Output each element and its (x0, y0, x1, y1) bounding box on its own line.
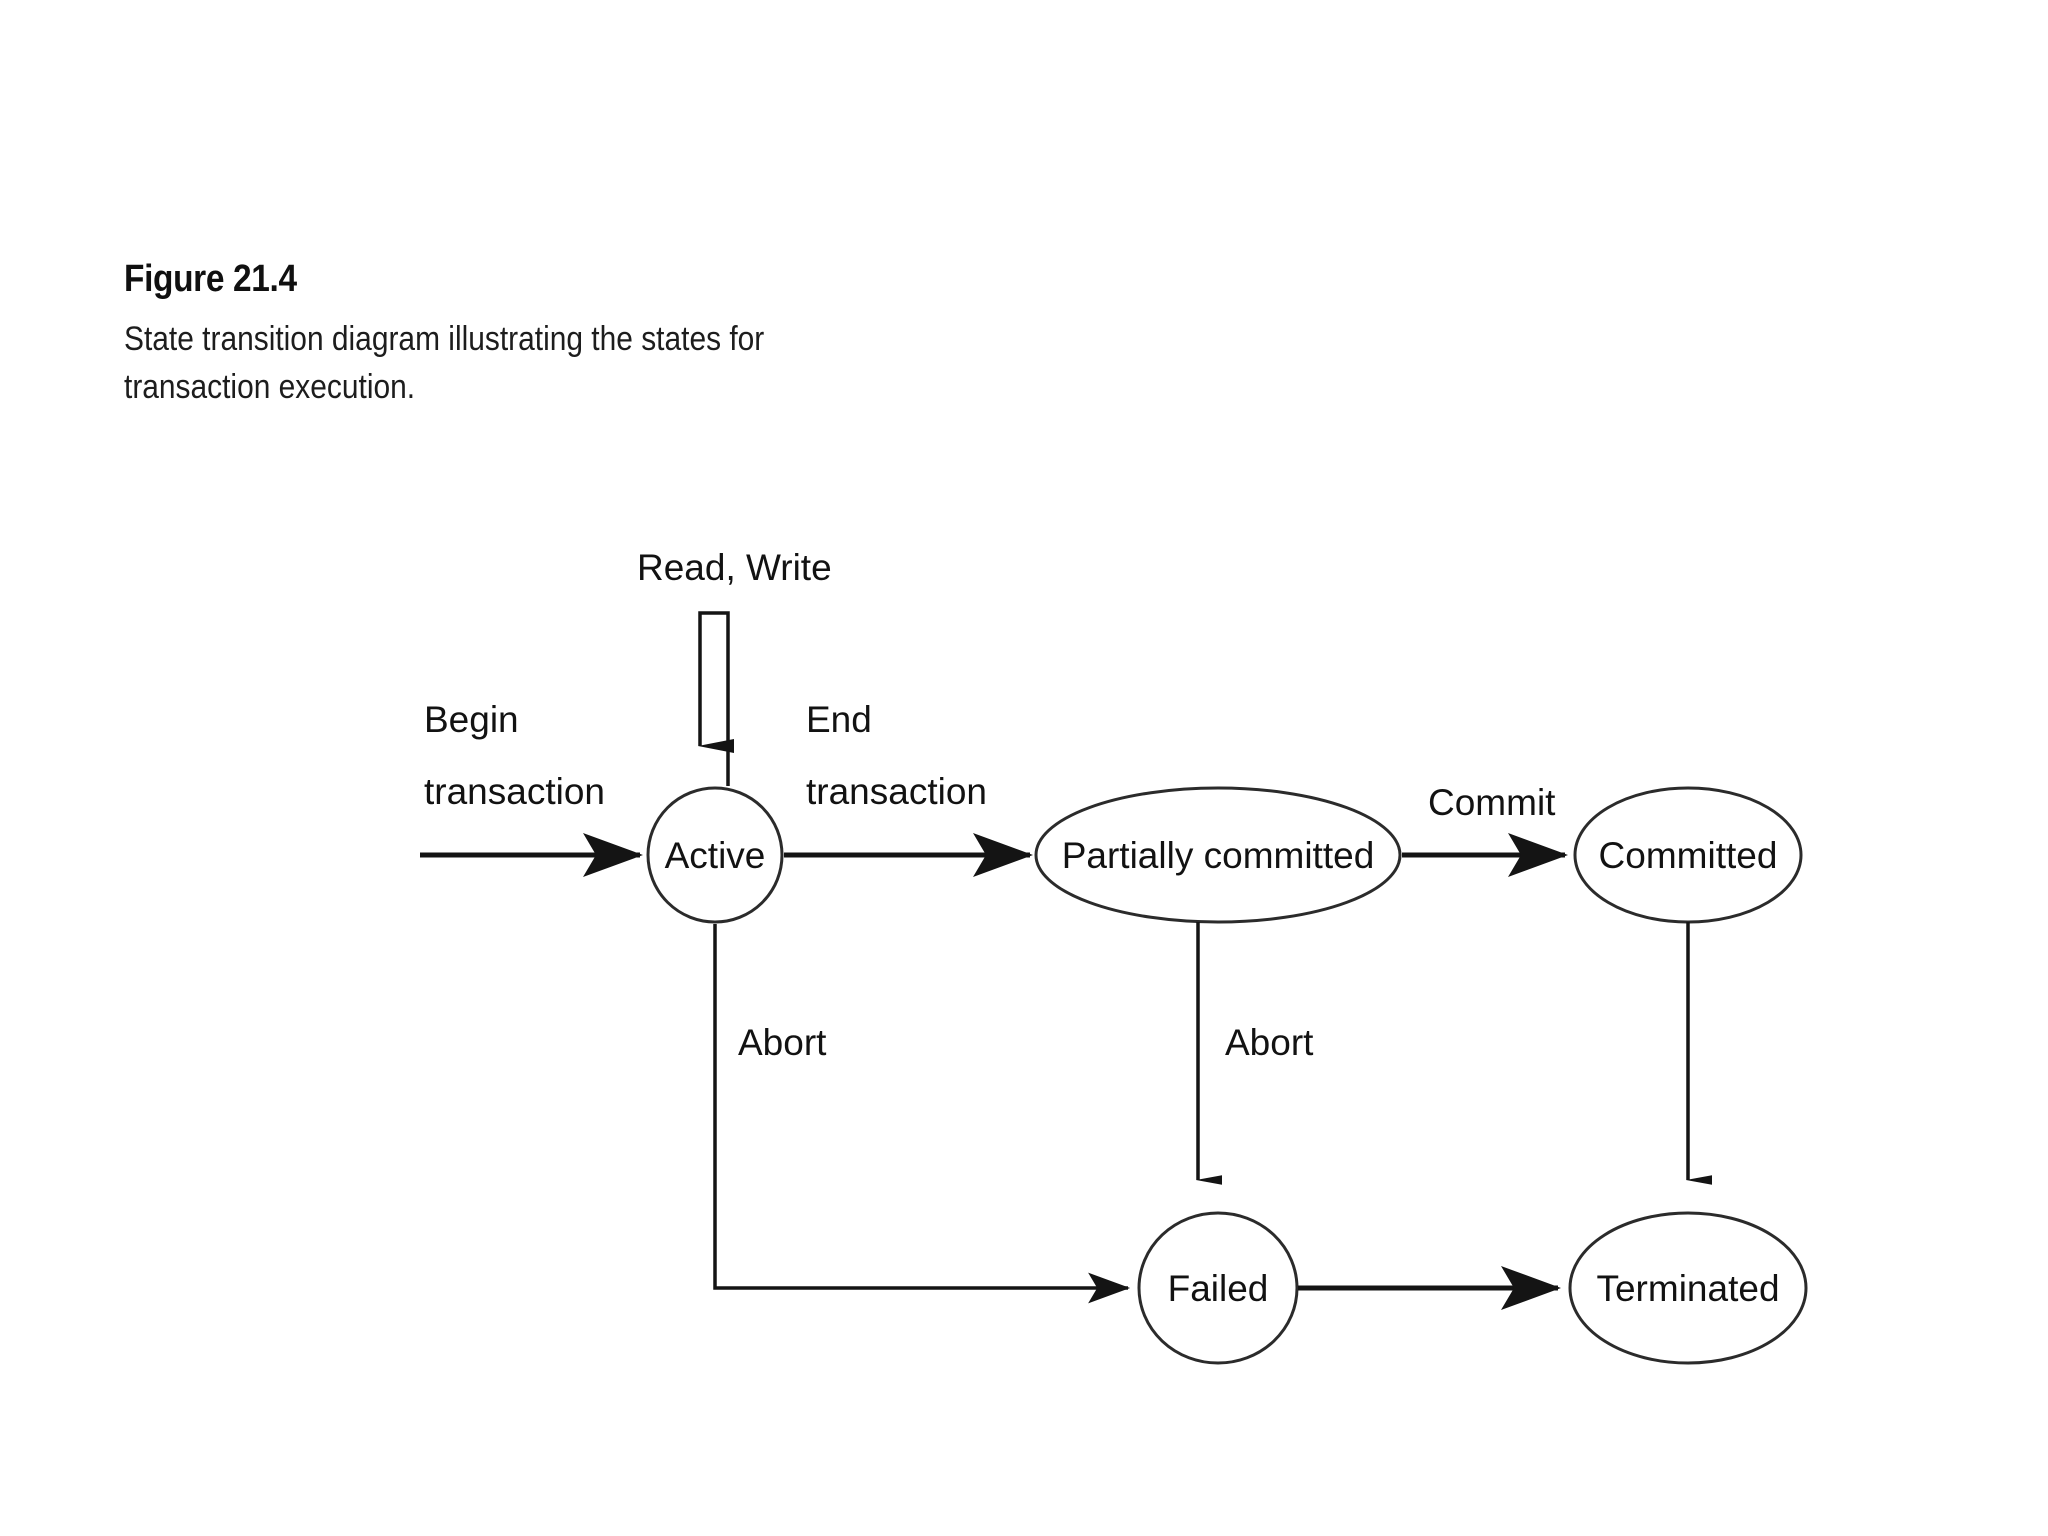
edge-label-read-write: Read, Write (637, 547, 832, 588)
edge-label-abort-from-active: Abort (738, 1022, 827, 1063)
edge-label-commit: Commit (1428, 782, 1556, 823)
edge-label-end-line1: End (806, 699, 872, 740)
node-failed-shape[interactable] (1137, 1211, 1299, 1365)
node-partially-committed-shape[interactable] (1034, 786, 1402, 924)
figure-caption-block: Figure 21.4 State transition diagram ill… (124, 258, 944, 411)
edge-read-write-self-loop (698, 611, 734, 786)
edge-label-begin-line2: transaction (424, 771, 605, 812)
edge-label-end-line2: transaction (806, 771, 987, 812)
edge-abort-active-to-failed (713, 924, 1131, 1304)
node-partially-committed-label: Partially committed (1062, 835, 1375, 876)
node-active-shape[interactable] (646, 786, 784, 924)
node-failed-label: Failed (1168, 1268, 1269, 1309)
node-terminated-shape[interactable] (1568, 1211, 1808, 1365)
edge-label-begin-line1: Begin (424, 699, 519, 740)
node-active-label: Active (665, 835, 766, 876)
figure-title: Figure 21.4 (124, 258, 297, 300)
edge-label-abort-from-partial: Abort (1225, 1022, 1314, 1063)
node-terminated-label: Terminated (1596, 1268, 1779, 1309)
node-committed-label: Committed (1599, 835, 1778, 876)
figure-caption-text: State transition diagram illustrating th… (124, 319, 765, 406)
